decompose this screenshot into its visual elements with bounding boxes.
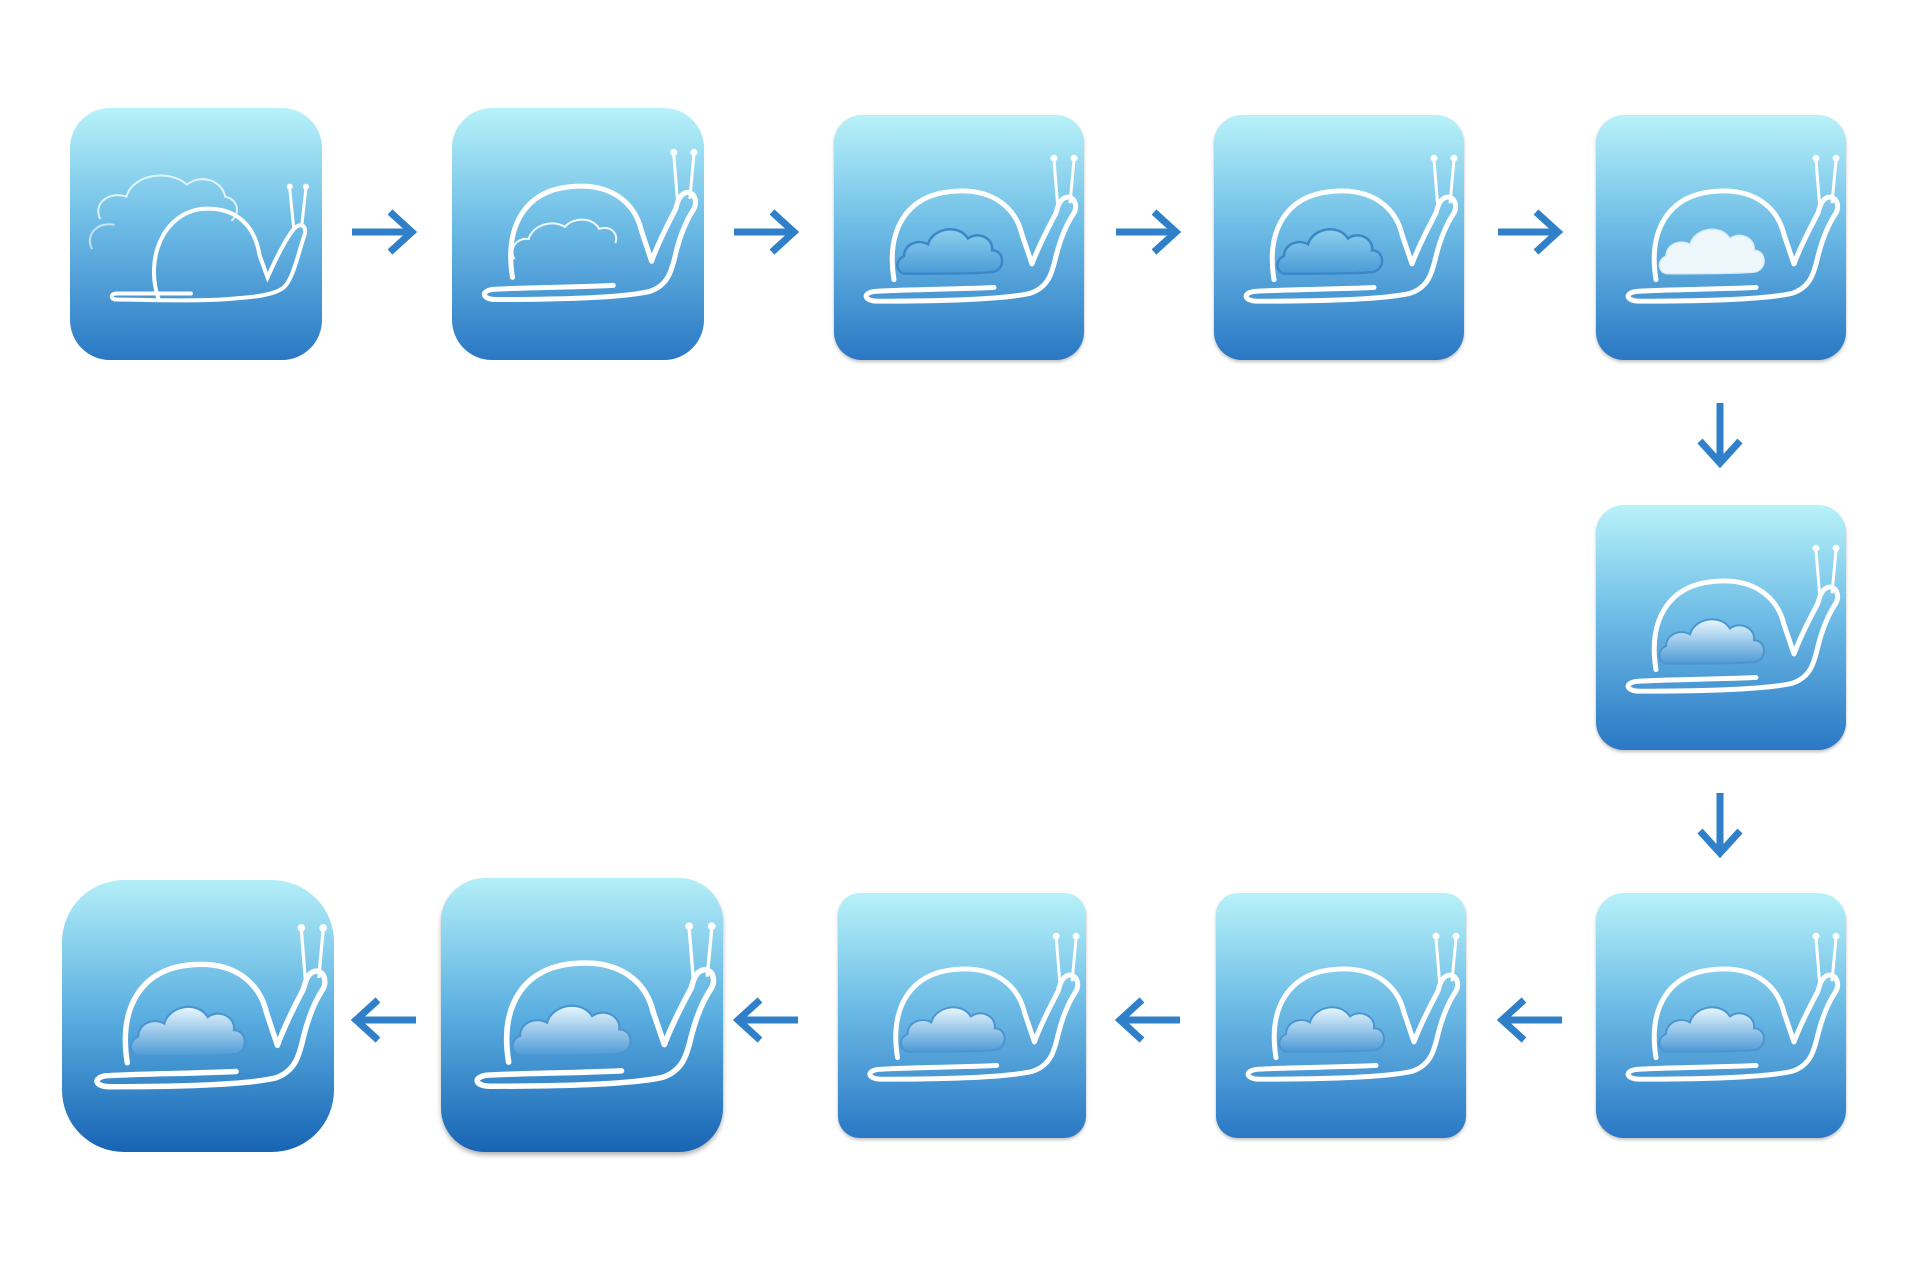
snail-icon-step-4 (1214, 115, 1464, 360)
arrow-down-2 (1680, 785, 1760, 865)
snail-icon-step-7 (1596, 893, 1846, 1138)
snail-icon-step-2 (452, 108, 704, 360)
arrow-right-4 (1490, 192, 1570, 272)
arrow-left-1 (1490, 980, 1570, 1060)
arrow-right-2 (726, 192, 806, 272)
snail-icon-step-1 (70, 108, 322, 360)
snail-icon-step-9 (838, 893, 1086, 1138)
snail-icon-step-10 (441, 878, 723, 1152)
snail-icon-step-5 (1596, 115, 1846, 360)
arrow-left-4 (344, 980, 424, 1060)
snail-icon-step-8 (1216, 893, 1466, 1138)
snail-icon-step-6 (1596, 505, 1846, 750)
arrow-right-1 (344, 192, 424, 272)
arrow-left-2 (1108, 980, 1188, 1060)
snail-icon-step-11 (62, 880, 334, 1152)
arrow-left-3 (726, 980, 806, 1060)
snail-icon-step-3 (834, 115, 1084, 360)
arrow-down-1 (1680, 395, 1760, 475)
arrow-right-3 (1108, 192, 1188, 272)
